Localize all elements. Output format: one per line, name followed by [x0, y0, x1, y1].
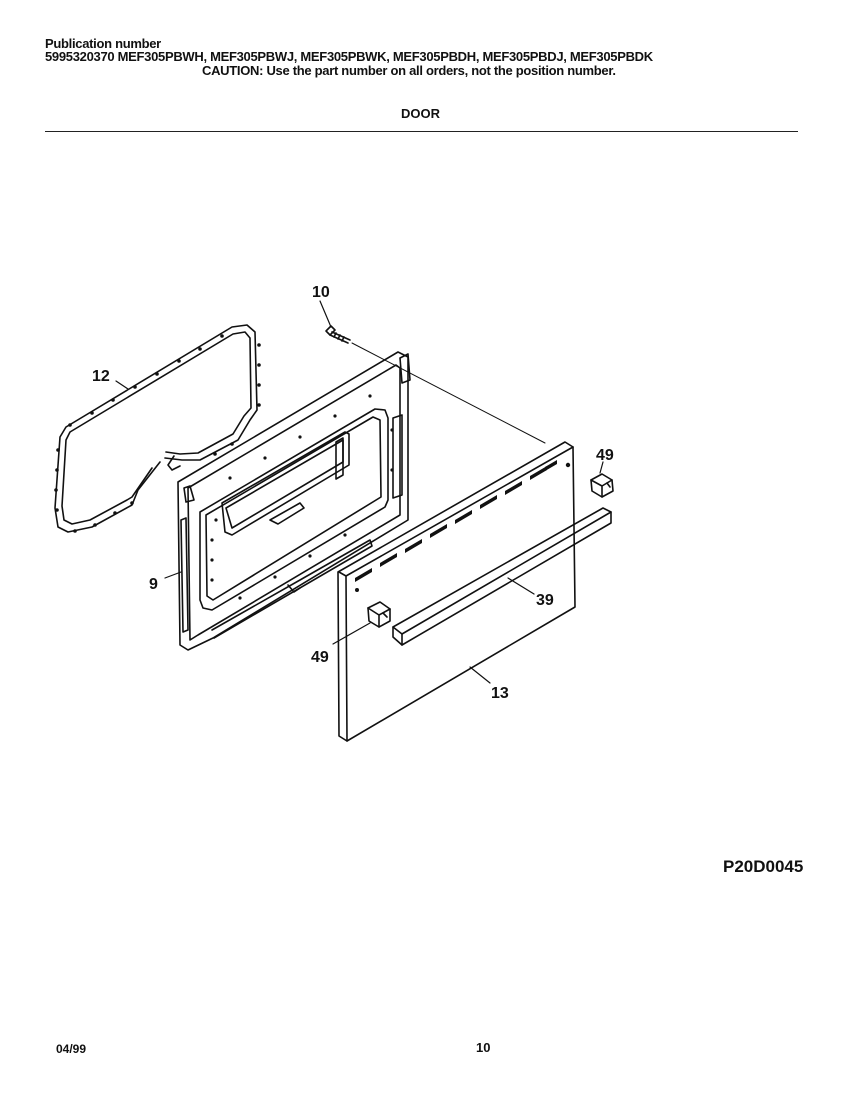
- door-handle: [392, 507, 612, 646]
- callout-49-top: 49: [596, 447, 614, 464]
- section-title: DOOR: [401, 106, 440, 121]
- figure-code: P20D0045: [723, 857, 804, 876]
- callout-13: 13: [491, 685, 509, 702]
- inner-door-liner: [177, 351, 411, 651]
- callout-9: 9: [149, 576, 158, 593]
- revision-date: 04/99: [56, 1042, 87, 1056]
- callout-10: 10: [312, 284, 330, 301]
- leader-49-top: [599, 461, 604, 474]
- outer-door-panel: [337, 441, 576, 742]
- handle-cap-bottom: [367, 601, 391, 628]
- door-screw: [325, 325, 351, 344]
- handle-cap-top: [590, 473, 614, 498]
- leader-12: [115, 380, 129, 390]
- door-gasket: [54, 324, 261, 533]
- callout-39: 39: [536, 592, 554, 609]
- callout-49-bottom: 49: [311, 649, 329, 666]
- publication-label: Publication number: [45, 36, 161, 51]
- callout-12: 12: [92, 368, 110, 385]
- page-number: 10: [476, 1040, 491, 1055]
- leader-39: [507, 577, 535, 595]
- model-numbers: 5995320370 MEF305PBWH, MEF305PBWJ, MEF30…: [45, 49, 653, 64]
- leader-13: [469, 666, 491, 684]
- leader-49-bottom: [332, 622, 371, 645]
- leader-9: [164, 571, 182, 579]
- screw-axis-line: [351, 342, 546, 444]
- header-rule: [45, 131, 798, 132]
- caution-note: CAUTION: Use the part number on all orde…: [202, 63, 616, 78]
- leader-10: [319, 300, 332, 328]
